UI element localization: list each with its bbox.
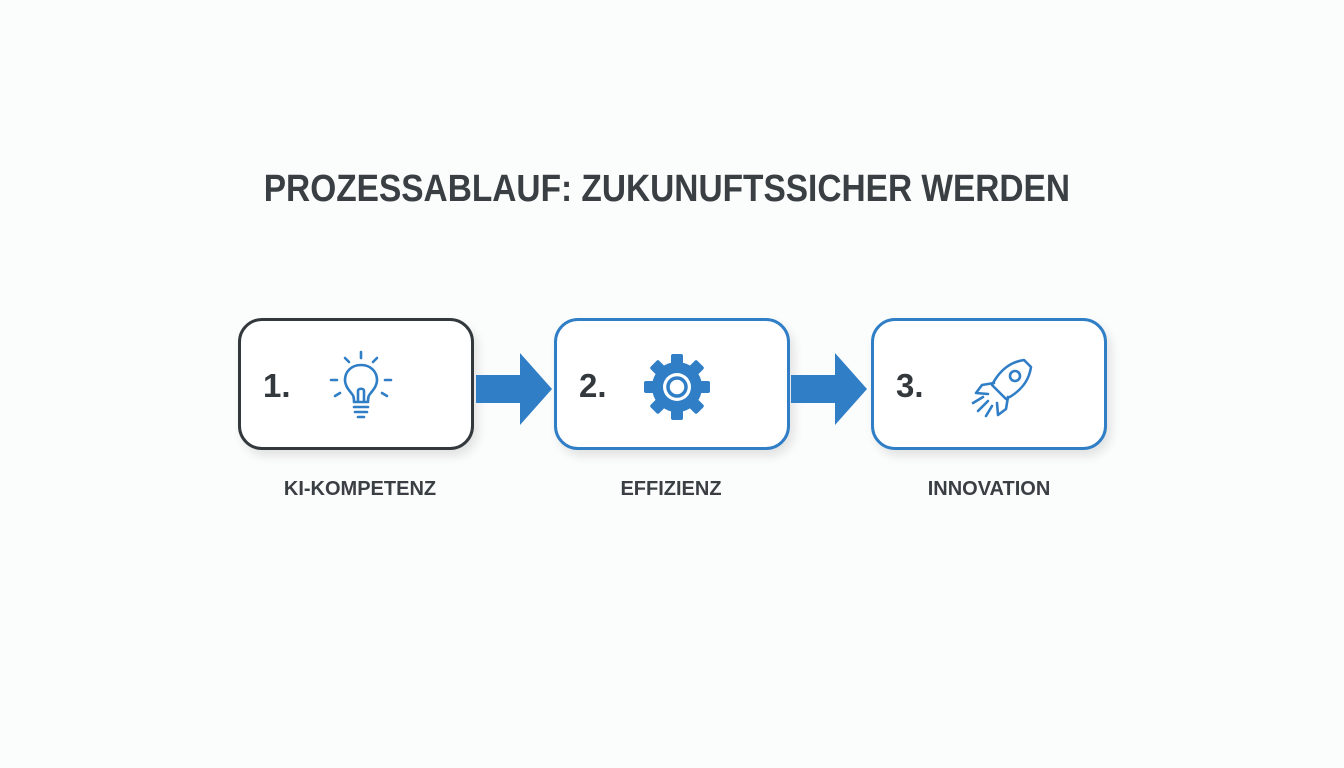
rocket-icon — [966, 355, 1038, 432]
arrow-right-icon — [791, 353, 867, 425]
step-box-2: 2. — [554, 318, 790, 450]
step-box-1: 1. — [238, 318, 474, 450]
step-label-3: INNOVATION — [927, 478, 1051, 500]
step-box-3: 3. — [871, 318, 1107, 450]
step-label-2: EFFIZIENZ — [620, 478, 722, 500]
arrow-right-icon — [476, 353, 552, 425]
step-number-2: 2. — [579, 367, 607, 404]
lightbulb-icon — [325, 349, 397, 426]
diagram-title: PROZESSABLAUF: ZUKUNUFTSSICHER WERDEN — [263, 168, 1071, 210]
step-label-1: KI-KOMPETENZ — [283, 478, 437, 500]
gear-icon — [641, 351, 713, 428]
step-number-3: 3. — [896, 367, 924, 404]
step-number-1: 1. — [263, 367, 291, 404]
